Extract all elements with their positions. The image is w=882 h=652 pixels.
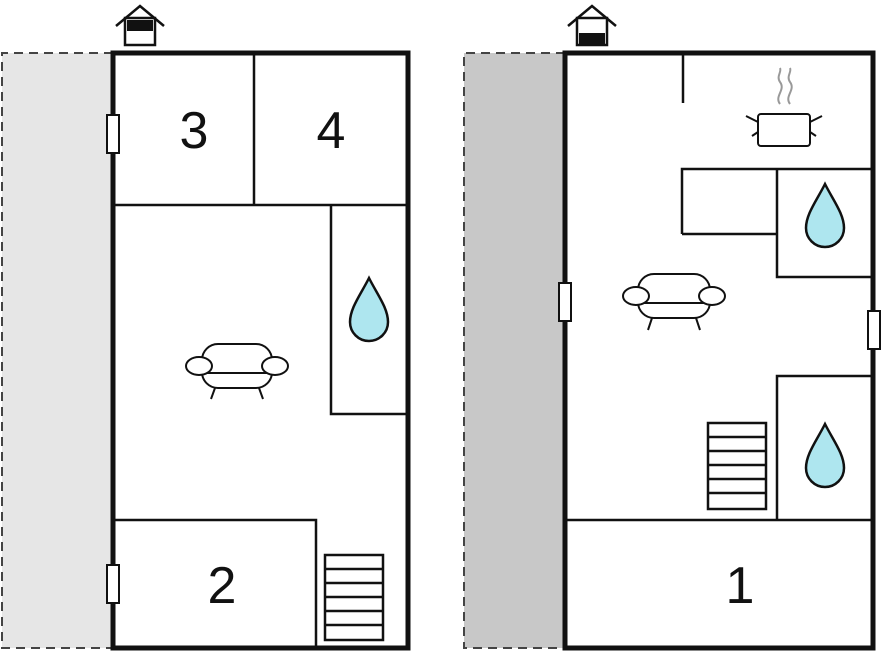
ground-floor-plan: 1: [463, 4, 881, 651]
door-icon: [106, 564, 120, 604]
house-ground-floor-icon: [567, 4, 617, 47]
door-icon: [558, 282, 572, 322]
stairs-icon: [706, 421, 768, 511]
upper-floor-plan: 3 4 2: [1, 4, 411, 651]
bathroom-wall: [775, 374, 873, 520]
room-3-label: 3: [180, 102, 209, 160]
room-4-label: 4: [317, 102, 346, 160]
room-2-wall: [113, 518, 318, 648]
ground-floor-outer-wall: [562, 50, 876, 651]
cooking-pot-icon: [745, 67, 823, 147]
water-drop-icon: [348, 275, 390, 343]
stairs-icon: [323, 553, 385, 642]
terrace-outline: [1, 52, 113, 649]
counter-wall: [680, 167, 873, 234]
water-drop-icon: [804, 181, 846, 249]
bathroom-wall: [775, 169, 873, 279]
sofa-icon: [622, 273, 726, 331]
water-drop-icon: [804, 421, 846, 489]
room-2-label: 2: [208, 557, 237, 615]
house-upper-floor-icon: [115, 4, 165, 47]
terrace-outline: [463, 52, 565, 649]
bathroom-wall: [329, 205, 408, 416]
terrace-area: [2, 53, 113, 648]
sofa-icon: [185, 343, 289, 400]
door-icon: [867, 310, 881, 350]
terrace-area: [464, 53, 565, 648]
room-1-label: 1: [726, 557, 755, 615]
door-icon: [106, 114, 120, 154]
